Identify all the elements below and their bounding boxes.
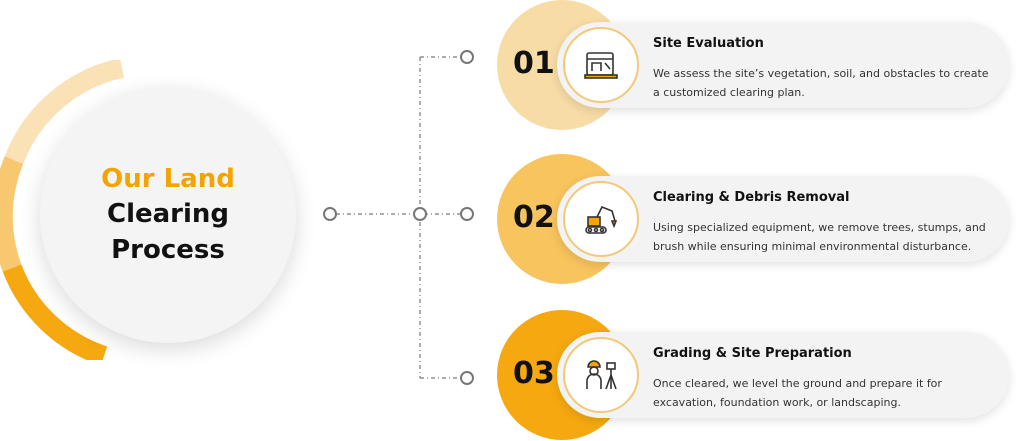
step-2-number: 02 [513, 200, 555, 235]
step-2-description: Using specialized equipment, we remove t… [653, 221, 986, 253]
ring-segment-dark [2, 264, 108, 360]
title-line-1: Our Land [101, 164, 235, 194]
step-1-number: 01 [513, 46, 555, 81]
step-3-title: Grading & Site Preparation [653, 346, 852, 361]
step-2: 02 Clearing & Debris Removal Using speci… [497, 154, 1017, 284]
connector-node-center [413, 207, 427, 221]
step-2-card: Clearing & Debris Removal Using speciali… [557, 176, 1009, 262]
step-1-card: Site Evaluation We assess the site’s veg… [557, 22, 1009, 108]
connector-node-2 [460, 207, 474, 221]
surveyor-icon [563, 337, 639, 413]
step-3: 03 Grading & Site Preparation Once clear… [497, 310, 1017, 440]
step-1-title: Site Evaluation [653, 36, 764, 51]
connector-node-3 [460, 371, 474, 385]
step-3-description: Once cleared, we level the ground and pr… [653, 377, 942, 409]
ring-segment-light [4, 60, 125, 164]
title-line-3: Process [111, 235, 225, 265]
step-2-title: Clearing & Debris Removal [653, 190, 850, 205]
connector-node-start [323, 207, 337, 221]
ring-segment-mid [0, 156, 24, 272]
step-3-number: 03 [513, 356, 555, 391]
connector-node-1 [460, 50, 474, 64]
step-3-card: Grading & Site Preparation Once cleared,… [557, 332, 1009, 418]
progress-ring [0, 60, 125, 360]
title-disc: Our Land Clearing Process [40, 87, 296, 343]
excavator-icon [563, 181, 639, 257]
title-line-2: Clearing [106, 199, 230, 229]
step-1: 01 Site Evaluation We assess the site’s … [497, 0, 1017, 130]
step-1-description: We assess the site’s vegetation, soil, a… [653, 67, 989, 99]
blueprint-icon [563, 27, 639, 103]
